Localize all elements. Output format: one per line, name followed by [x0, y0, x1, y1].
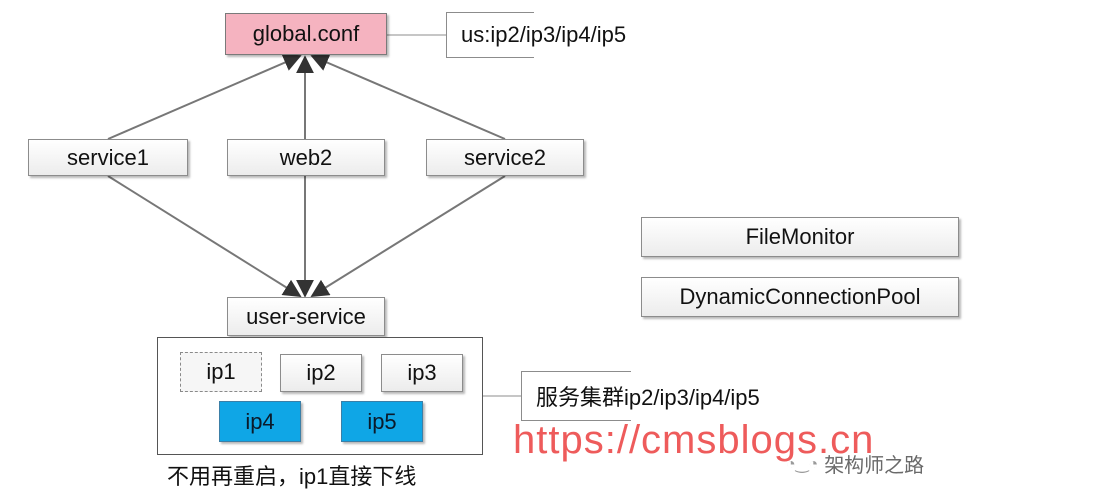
arrow-service2-to-global [310, 54, 506, 140]
ip2-node: ip2 [280, 354, 362, 392]
service2-node: service2 [426, 139, 584, 176]
arrow-service1-to-global [107, 54, 302, 140]
dynamic-connection-pool-node: DynamicConnectionPool [641, 277, 959, 317]
cluster-note-text: 服务集群ip2/ip3/ip4/ip5 [536, 385, 760, 410]
watermark-url: https://cmsblogs.cn [513, 418, 875, 462]
cluster-caption: 不用再重启，ip1直接下线 [167, 464, 417, 489]
user-service-node: user-service [227, 297, 385, 336]
service1-node: service1 [28, 139, 188, 176]
arrow-service2-to-user-service [310, 175, 506, 297]
file-monitor-node: FileMonitor [641, 217, 959, 257]
ip4-node: ip4 [219, 401, 301, 442]
arrow-service1-to-user-service [107, 175, 302, 297]
global-conf-note: us:ip2/ip3/ip4/ip5 [446, 12, 626, 58]
ip3-node: ip3 [381, 354, 463, 392]
global-conf-note-text: us:ip2/ip3/ip4/ip5 [461, 22, 627, 47]
ip5-node: ip5 [341, 401, 423, 442]
wechat-account-name: 架构师之路 [824, 455, 925, 477]
wechat-watermark: ◔‿◔ 架构师之路 [786, 449, 924, 478]
web2-node: web2 [227, 139, 385, 176]
global-conf-node: global.conf [225, 13, 387, 55]
cluster-note: 服务集群ip2/ip3/ip4/ip5 [521, 371, 760, 421]
ip1-node-offline: ip1 [180, 352, 262, 392]
wechat-icon: ◔‿◔ [786, 455, 819, 473]
